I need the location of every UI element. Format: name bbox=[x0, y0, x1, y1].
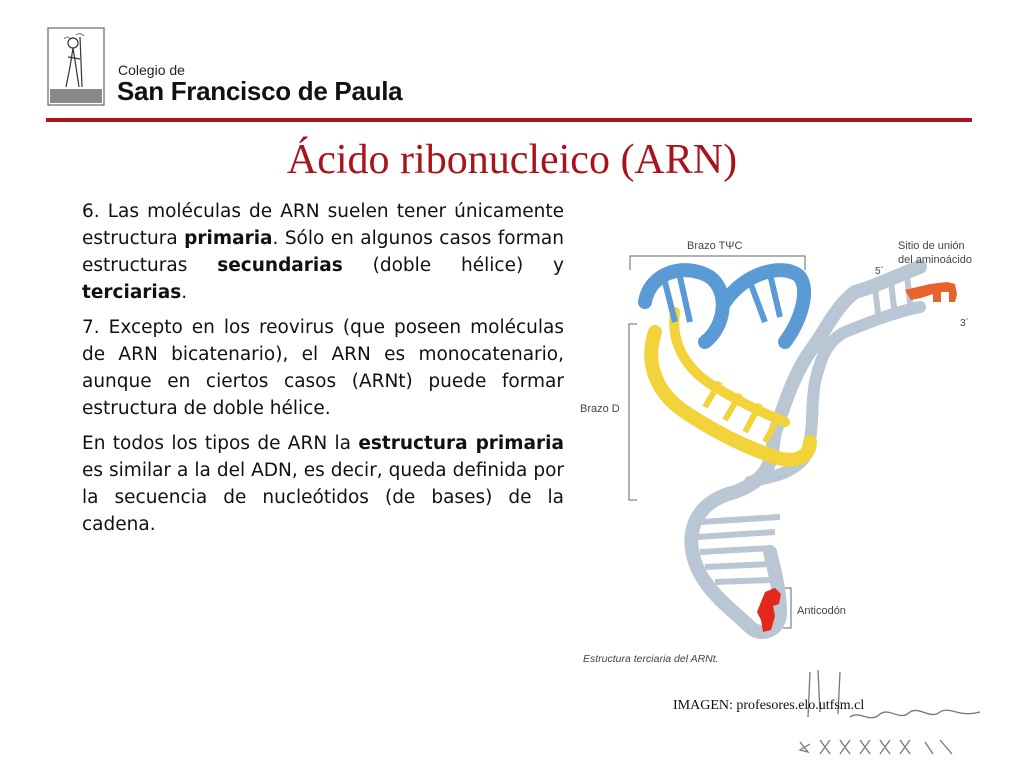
text-run: es similar a la del ADN, es decir, queda… bbox=[82, 460, 564, 535]
label-5-prime: 5´ bbox=[875, 265, 884, 277]
body-text: 6. Las moléculas de ARN suelen tener úni… bbox=[82, 198, 564, 546]
amino-acid-binding-site bbox=[905, 282, 957, 302]
trna-structure-figure: Brazo TΨC Sitio de unión del aminoácido … bbox=[580, 240, 972, 665]
trna-diagram: Brazo TΨC Sitio de unión del aminoácido … bbox=[580, 240, 972, 665]
school-logo-icon bbox=[47, 27, 105, 106]
text-run: . bbox=[181, 282, 188, 303]
trna-backbone bbox=[684, 260, 927, 639]
anticodon-bracket bbox=[783, 587, 792, 629]
label-site-line1: Sitio de unión bbox=[898, 240, 965, 252]
header-divider bbox=[46, 118, 972, 122]
anticodon bbox=[757, 588, 781, 632]
d-arm-bracket bbox=[628, 323, 637, 501]
handwritten-signature bbox=[798, 669, 981, 755]
text-run: 7. Excepto en los reovirus (que poseen m… bbox=[82, 317, 564, 419]
tpsic-arm bbox=[638, 263, 811, 349]
text-run: (doble hélice) y bbox=[342, 255, 564, 276]
tpsic-arm-bracket bbox=[629, 255, 806, 270]
text-run: 6. Las moléculas de ARN suelen tener úni… bbox=[82, 201, 564, 249]
paragraph-7: 7. Excepto en los reovirus (que poseen m… bbox=[82, 314, 564, 422]
d-arm bbox=[644, 307, 817, 467]
image-credit: IMAGEN: profesores.elo.utfsm.cl bbox=[673, 698, 865, 713]
label-d-arm: Brazo D bbox=[580, 403, 620, 415]
label-tpsic-arm: Brazo TΨC bbox=[687, 240, 743, 252]
bold-term: estructura primaria bbox=[358, 433, 564, 454]
bold-term: primaria bbox=[184, 228, 273, 249]
label-anticodon: Anticodón bbox=[797, 605, 846, 617]
logo-text-line2: San Francisco de Paula bbox=[117, 76, 403, 106]
figure-caption: Estructura terciaria del ARNt. bbox=[583, 653, 719, 665]
bold-term: secundarias bbox=[217, 255, 343, 276]
label-site-line2: del aminoácido bbox=[898, 254, 972, 266]
paragraph-primary-structure: En todos los tipos de ARN la estructura … bbox=[82, 430, 564, 538]
backbone-base-pairs bbox=[696, 275, 914, 585]
page-title: Ácido ribonucleico (ARN) bbox=[286, 137, 738, 183]
text-run: En todos los tipos de ARN la bbox=[82, 433, 359, 454]
bold-term: terciarias bbox=[82, 282, 182, 303]
logo-text-line1: Colegio de bbox=[118, 62, 185, 78]
text-run: . Sólo en algunos casos forman estructur… bbox=[82, 228, 564, 276]
label-3-prime: 3´ bbox=[960, 317, 969, 329]
paragraph-6: 6. Las moléculas de ARN suelen tener úni… bbox=[82, 198, 564, 306]
